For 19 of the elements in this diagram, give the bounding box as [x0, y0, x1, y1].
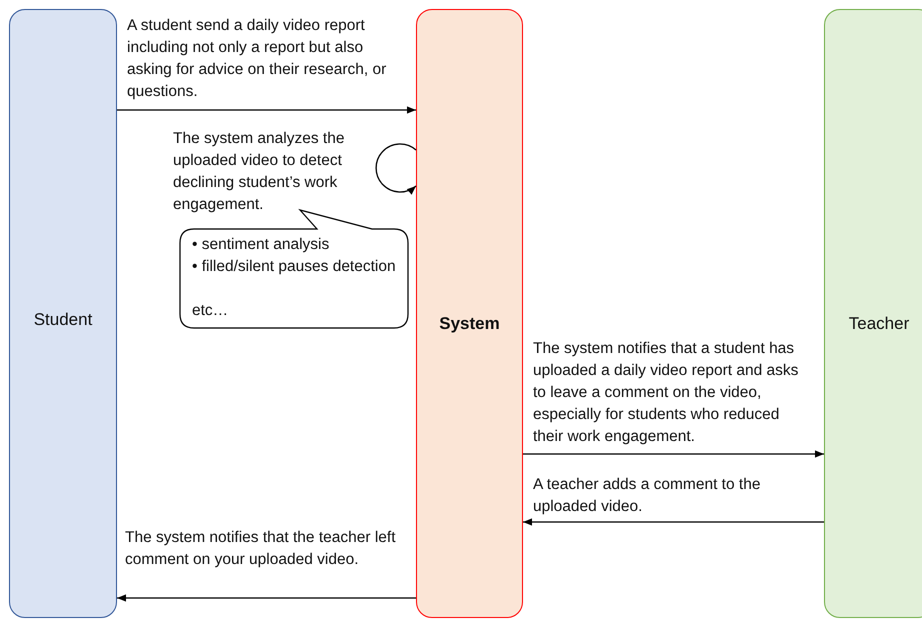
lane-title: Teacher: [848, 314, 910, 334]
list-item: etc…: [192, 301, 230, 321]
list-item: • sentiment analysis: [192, 235, 330, 255]
loop-arrow: [375, 143, 416, 194]
edge-label: The system notifies that a student has uploaded a daily video report and asks to leave a comment on the video, especially for students who reduced their work engagement.: [533, 339, 800, 447]
arrow: [523, 518, 824, 526]
list-item: • filled/silent pauses detection: [192, 257, 397, 277]
swimlane: [416, 9, 523, 618]
edge-label: A student send a daily video report including not only a report but also asking for advice on their research, or questions.: [127, 16, 388, 102]
arrow: [117, 594, 416, 602]
lane-title: Student: [32, 310, 94, 330]
arrow: [523, 450, 824, 458]
edge-label: The system notifies that the teacher left comment on your uploaded video.: [125, 528, 397, 570]
edge-label: A teacher adds a comment to the uploaded video.: [533, 475, 762, 517]
swimlane: [824, 9, 922, 618]
edge-label: The system analyzes the uploaded video to detect declining student’s work engagement.: [173, 129, 346, 215]
lane-title: System: [438, 314, 501, 334]
arrow: [117, 106, 416, 114]
swimlane: [9, 9, 117, 618]
